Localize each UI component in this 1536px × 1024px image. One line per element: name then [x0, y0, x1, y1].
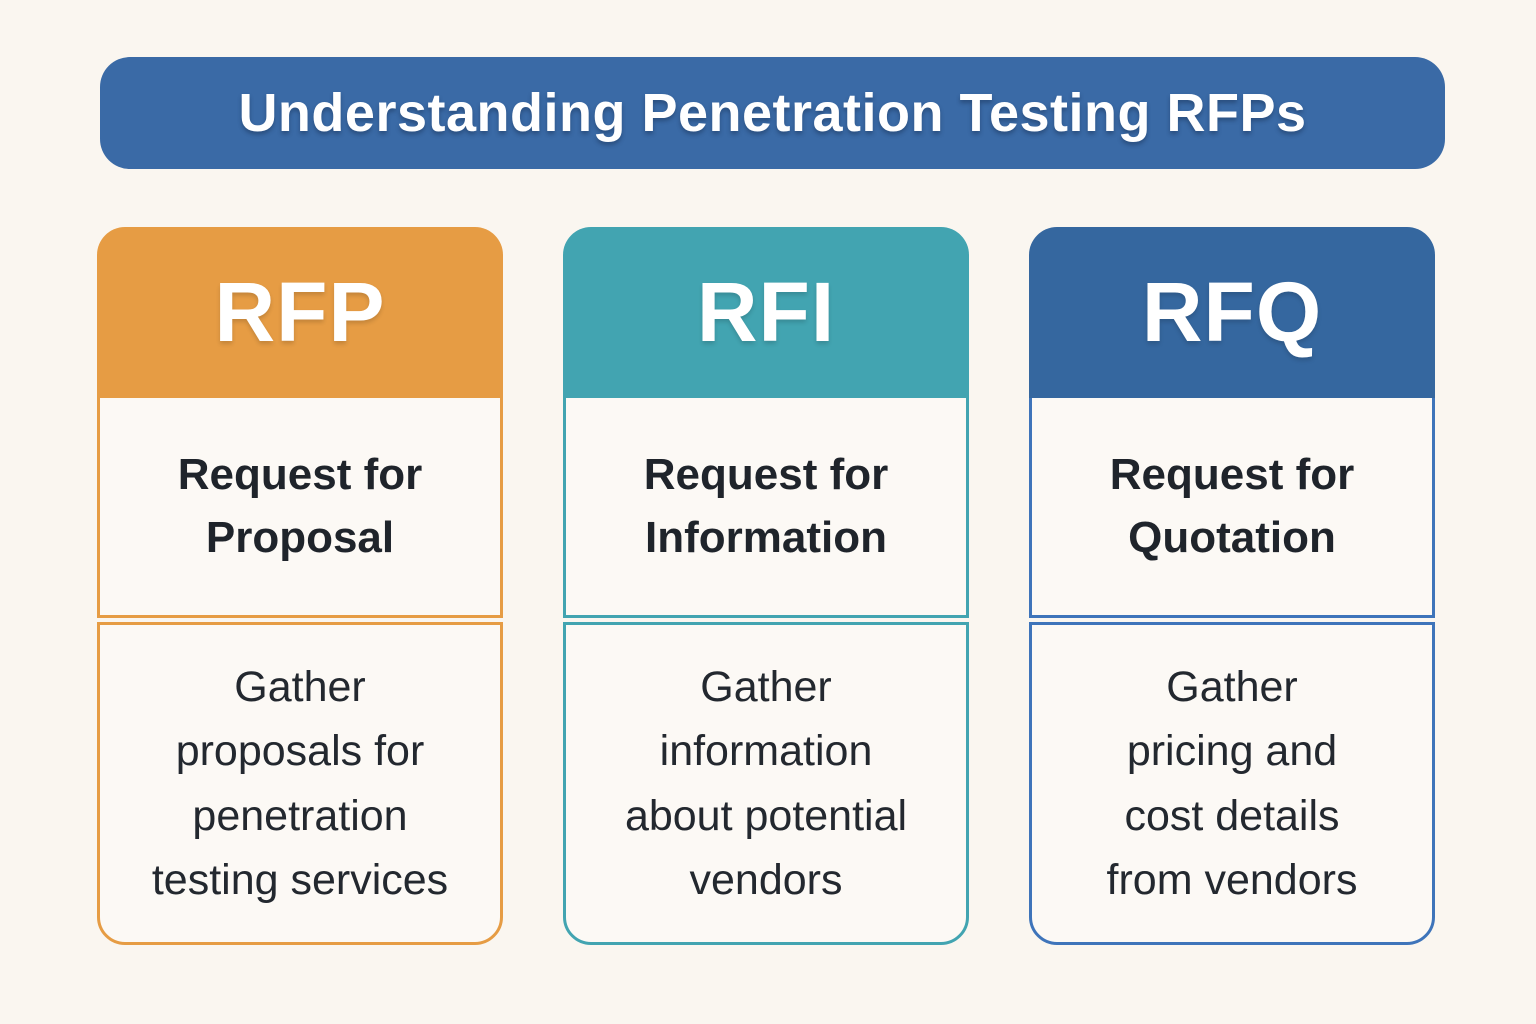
- card-rfp: RFP Request for Proposal Gather proposal…: [97, 227, 503, 945]
- card-rfi-description-section: Gather information about potential vendo…: [563, 622, 969, 945]
- card-rfq-description-section: Gather pricing and cost details from ven…: [1029, 622, 1435, 945]
- card-rfq: RFQ Request for Quotation Gather pricing…: [1029, 227, 1435, 945]
- card-rfp-description: Gather proposals for penetration testing…: [151, 662, 449, 905]
- page-title: Understanding Penetration Testing RFPs: [238, 83, 1307, 143]
- card-rfp-full-name: Request for Proposal: [177, 450, 423, 562]
- card-rfp-full-name-section: Request for Proposal: [97, 398, 503, 618]
- title-banner: Understanding Penetration Testing RFPs: [100, 57, 1445, 169]
- card-rfi-header: RFI: [563, 227, 969, 398]
- card-rfp-header: RFP: [97, 227, 503, 398]
- card-rfp-description-section: Gather proposals for penetration testing…: [97, 622, 503, 945]
- card-rfp-acronym: RFP: [214, 265, 386, 359]
- card-rfq-description: Gather pricing and cost details from ven…: [1106, 662, 1358, 905]
- card-rfq-full-name: Request for Quotation: [1109, 450, 1355, 562]
- card-rfi-full-name: Request for Information: [643, 450, 889, 562]
- card-rfi: RFI Request for Information Gather infor…: [563, 227, 969, 945]
- card-rfq-header: RFQ: [1029, 227, 1435, 398]
- card-rfi-description: Gather information about potential vendo…: [624, 662, 908, 905]
- card-rfi-full-name-section: Request for Information: [563, 398, 969, 618]
- card-rfi-acronym: RFI: [696, 265, 836, 359]
- card-rfq-acronym: RFQ: [1141, 265, 1323, 359]
- card-rfq-full-name-section: Request for Quotation: [1029, 398, 1435, 618]
- cards-row: RFP Request for Proposal Gather proposal…: [97, 227, 1435, 945]
